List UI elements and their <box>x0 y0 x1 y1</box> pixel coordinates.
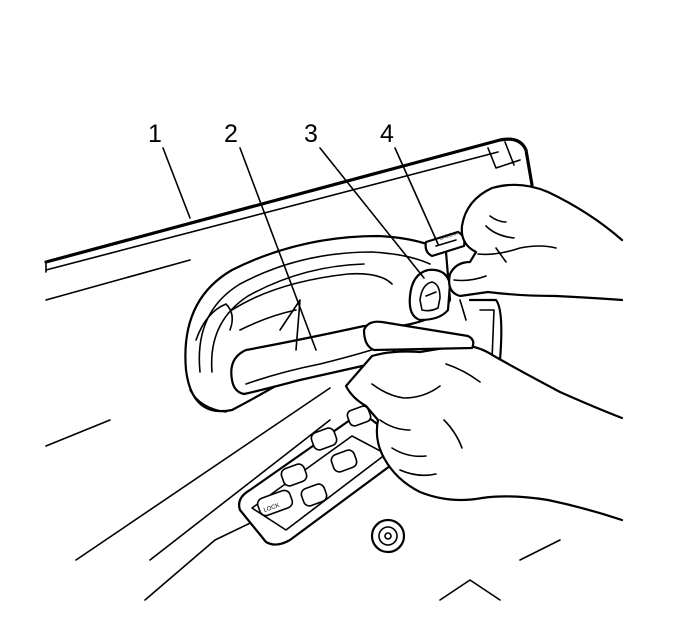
leader-line-2 <box>239 147 317 351</box>
callout-4: 4 <box>380 120 394 148</box>
callout-2: 2 <box>224 120 238 148</box>
leader-line-1 <box>162 147 191 219</box>
window-lock-switch-label: LOCK <box>263 503 280 514</box>
door-lock-knob <box>408 268 452 322</box>
mirror-control-knob <box>370 518 406 554</box>
callout-1: 1 <box>148 120 162 148</box>
window-switch-buttons <box>280 405 372 507</box>
leader-line-4 <box>394 147 439 245</box>
callout-3: 3 <box>304 120 318 148</box>
upper-hand <box>448 183 624 302</box>
leader-line-3 <box>319 147 425 279</box>
callout-numbers: 1 2 3 4 <box>148 120 394 148</box>
trim-removal-tool <box>362 320 475 352</box>
window-lock-switch: LOCK <box>256 489 294 517</box>
lower-hand <box>344 344 624 522</box>
handle-bezel-retaining-tab <box>424 230 466 258</box>
callout-leader-lines <box>162 147 439 351</box>
